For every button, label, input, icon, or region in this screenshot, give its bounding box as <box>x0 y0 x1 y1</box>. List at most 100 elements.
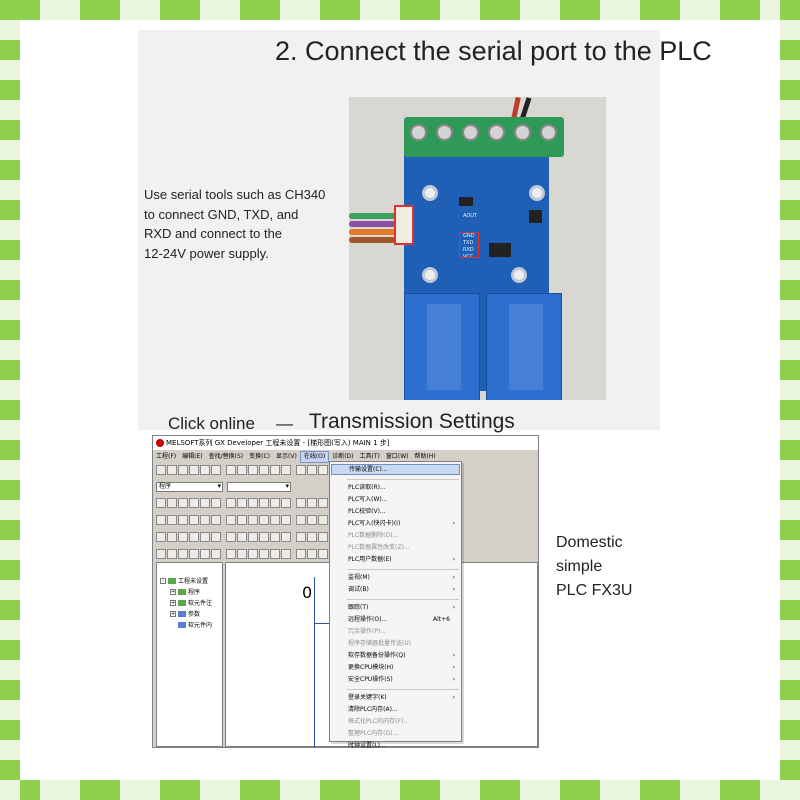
toolbar-button[interactable] <box>259 465 269 475</box>
toolbar-button[interactable] <box>318 549 328 559</box>
toolbar-button[interactable] <box>189 498 199 508</box>
toolbar-button[interactable] <box>178 532 188 542</box>
toolbar-button[interactable] <box>211 549 221 559</box>
toolbar-button[interactable] <box>307 532 317 542</box>
toolbar-button[interactable] <box>211 498 221 508</box>
toolbar-button[interactable] <box>156 549 166 559</box>
menu-9[interactable]: 帮助(H) <box>414 453 436 460</box>
toolbar-button[interactable] <box>248 532 258 542</box>
menu-7[interactable]: 工具(T) <box>359 453 380 460</box>
toolbar-button[interactable] <box>270 465 280 475</box>
online-menu-item[interactable]: 安全CPU操作(S)› <box>331 674 460 685</box>
toolbar-button[interactable] <box>259 515 269 525</box>
tree-item[interactable]: +参数 <box>170 609 200 618</box>
online-menu-item[interactable]: 整理PLC内存(G)... <box>331 728 460 739</box>
toolbar-button[interactable] <box>270 532 280 542</box>
online-menu-item[interactable]: PLC校验(V)... <box>331 506 460 517</box>
toolbar-button[interactable] <box>156 532 166 542</box>
toolbar-button[interactable] <box>211 515 221 525</box>
toolbar-button[interactable] <box>189 532 199 542</box>
program-combo[interactable]: 程序 <box>156 482 223 492</box>
online-menu-item[interactable]: 传输设置(C)... <box>331 464 460 475</box>
toolbar-button[interactable] <box>189 549 199 559</box>
toolbar-button[interactable] <box>167 515 177 525</box>
online-menu-item[interactable]: PLC数据删除(D)... <box>331 530 460 541</box>
toolbar-button[interactable] <box>296 465 306 475</box>
toolbar-button[interactable] <box>200 515 210 525</box>
menu-1[interactable]: 编辑(E) <box>182 453 203 460</box>
toolbar-button[interactable] <box>156 498 166 508</box>
toolbar-button[interactable] <box>226 532 236 542</box>
toolbar-button[interactable] <box>281 465 291 475</box>
online-menu-item[interactable]: 监视(M)› <box>331 572 460 583</box>
toolbar-button[interactable] <box>211 532 221 542</box>
toolbar-button[interactable] <box>200 498 210 508</box>
online-menu-item[interactable]: PLC用户数据(E)› <box>331 554 460 565</box>
toolbar-button[interactable] <box>307 549 317 559</box>
toolbar-button[interactable] <box>281 549 291 559</box>
tree-item[interactable]: -工程未设置 <box>160 576 208 585</box>
toolbar-button[interactable] <box>200 532 210 542</box>
toolbar-button[interactable] <box>178 515 188 525</box>
menu-2[interactable]: 查找/替换(S) <box>208 453 244 460</box>
online-menu-item[interactable]: 格式化PLC的内存(F)... <box>331 716 460 727</box>
online-menu-item[interactable]: 登录关键字(K)› <box>331 692 460 703</box>
toolbar-button[interactable] <box>270 549 280 559</box>
online-menu-item[interactable]: 时钟设置(L)... <box>331 740 460 751</box>
toolbar-button[interactable] <box>237 465 247 475</box>
toolbar-button[interactable] <box>226 549 236 559</box>
toolbar-button[interactable] <box>167 549 177 559</box>
online-menu-item[interactable]: 调试(B)› <box>331 584 460 595</box>
toolbar-button[interactable] <box>237 515 247 525</box>
toolbar-button[interactable] <box>318 465 328 475</box>
toolbar-button[interactable] <box>248 515 258 525</box>
tree-item[interactable]: +软元件注 <box>170 598 212 607</box>
toolbar-button[interactable] <box>296 515 306 525</box>
toolbar-button[interactable] <box>248 465 258 475</box>
menu-5[interactable]: 在线(O) <box>299 451 330 463</box>
toolbar-button[interactable] <box>248 498 258 508</box>
toolbar-button[interactable] <box>318 515 328 525</box>
toolbar-button[interactable] <box>307 498 317 508</box>
toolbar-button[interactable] <box>296 532 306 542</box>
toolbar-button[interactable] <box>237 498 247 508</box>
toolbar-button[interactable] <box>211 465 221 475</box>
online-menu-item[interactable]: PLC写入(快闪卡)(I)› <box>331 518 460 529</box>
menu-4[interactable]: 显示(V) <box>276 453 297 460</box>
toolbar-button[interactable] <box>189 465 199 475</box>
toolbar-button[interactable] <box>156 515 166 525</box>
toolbar-button[interactable] <box>189 515 199 525</box>
toolbar-button[interactable] <box>281 498 291 508</box>
toolbar-button[interactable] <box>270 498 280 508</box>
toolbar-button[interactable] <box>270 515 280 525</box>
toolbar-button[interactable] <box>200 549 210 559</box>
toolbar-button[interactable] <box>226 465 236 475</box>
online-menu-item[interactable]: PLC读取(R)... <box>331 482 460 493</box>
toolbar-button[interactable] <box>307 465 317 475</box>
online-menu-item[interactable]: PLC数据属性改变(Z)... <box>331 542 460 553</box>
toolbar-button[interactable] <box>296 549 306 559</box>
menu-6[interactable]: 诊断(D) <box>332 453 354 460</box>
toolbar-button[interactable] <box>178 498 188 508</box>
toolbar-button[interactable] <box>307 515 317 525</box>
toolbar-button[interactable] <box>200 465 210 475</box>
toolbar-button[interactable] <box>226 515 236 525</box>
toolbar-button[interactable] <box>167 465 177 475</box>
toolbar-button[interactable] <box>248 549 258 559</box>
online-menu-item[interactable]: 远程操作(O)...Alt+6 <box>331 614 460 625</box>
device-combo[interactable] <box>227 482 291 492</box>
collapse-icon[interactable]: - <box>160 577 166 584</box>
toolbar-button[interactable] <box>259 532 269 542</box>
toolbar-button[interactable] <box>226 498 236 508</box>
expand-icon[interactable]: + <box>170 588 176 595</box>
toolbar-button[interactable] <box>156 465 166 475</box>
toolbar-button[interactable] <box>281 515 291 525</box>
menu-3[interactable]: 变换(C) <box>249 453 271 460</box>
online-menu-item[interactable]: 跟踪(T)› <box>331 602 460 613</box>
tree-item[interactable]: +程序 <box>170 587 200 596</box>
toolbar-button[interactable] <box>237 549 247 559</box>
toolbar-button[interactable] <box>259 498 269 508</box>
menu-8[interactable]: 窗口(W) <box>385 453 409 460</box>
tree-item[interactable]: 软元件内 <box>170 620 212 629</box>
toolbar-button[interactable] <box>178 549 188 559</box>
